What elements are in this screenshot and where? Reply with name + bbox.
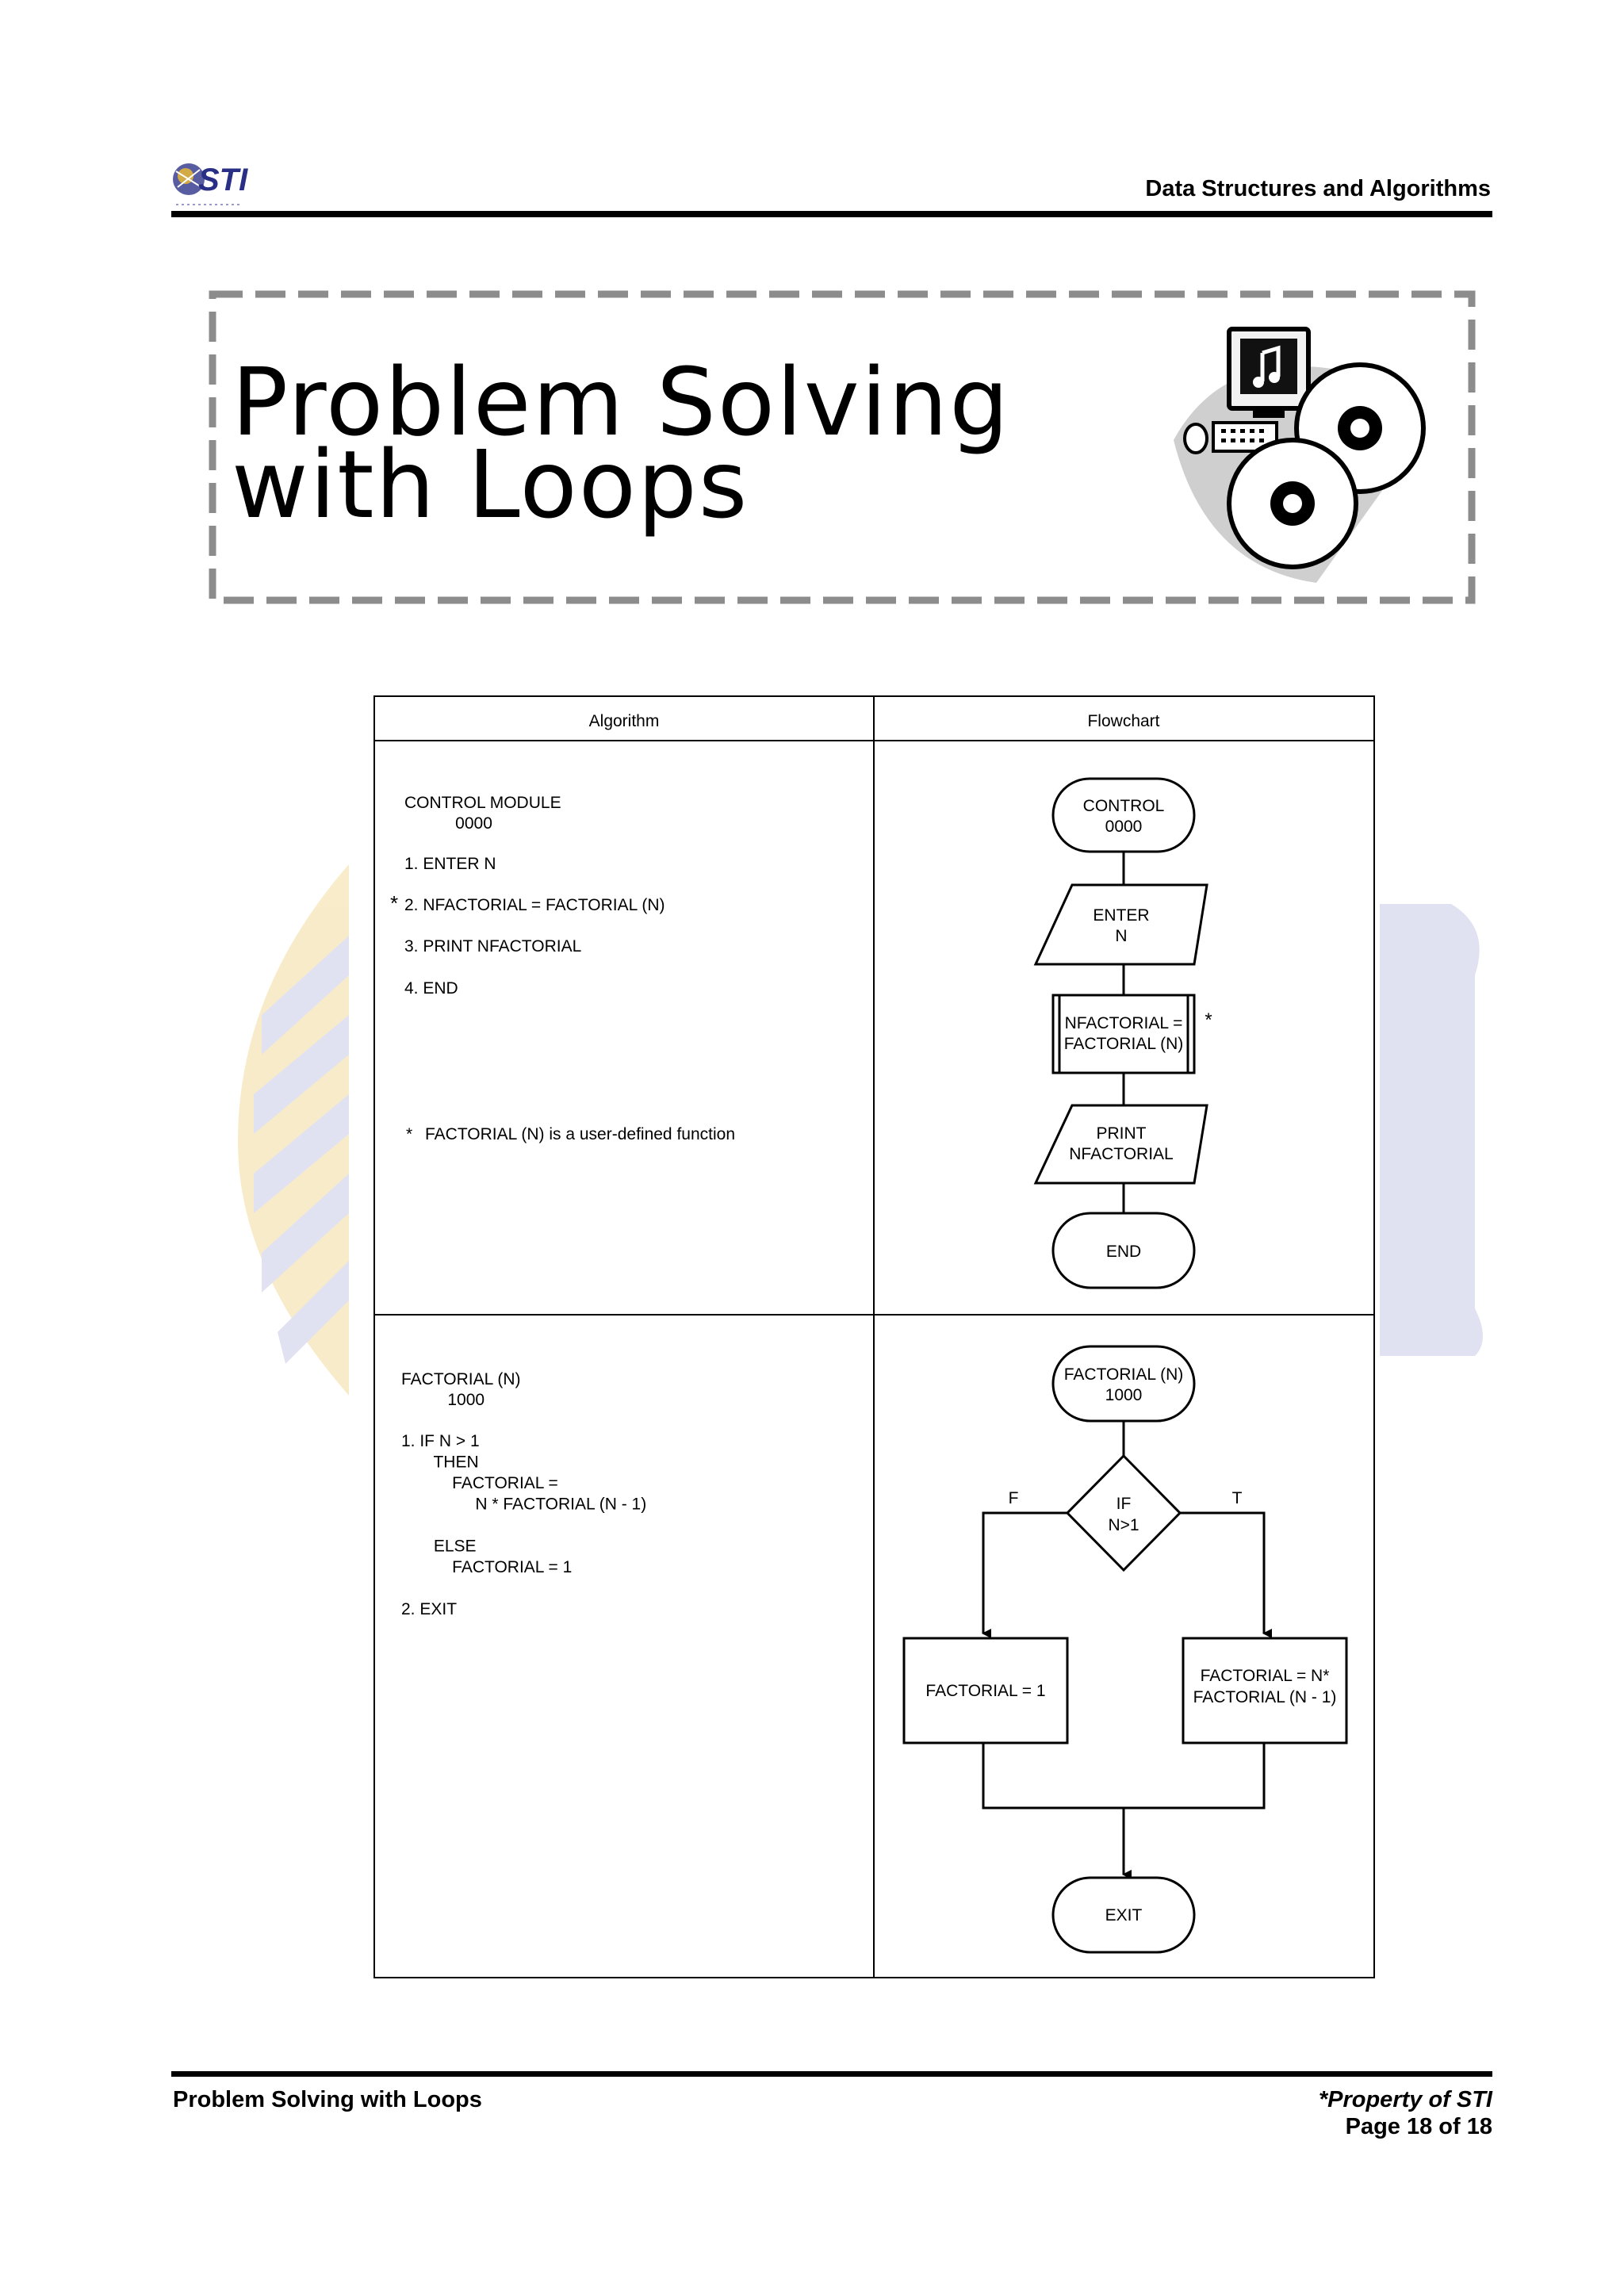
flow-end-label: END [1106,1243,1141,1261]
flow-false-process-label: FACTORIAL = 1 [925,1682,1045,1700]
algorithm-flowchart-table: Algorithm Flowchart CONTROL MODULE 0000 … [373,695,1376,1979]
flow-start-control [1053,779,1194,852]
flow-false-label: F [1009,1489,1019,1507]
note-marker: * [406,1125,412,1143]
computer-music-cd-icon [1158,321,1443,583]
footer-property-notice: *Property of STI [1319,2087,1492,2113]
footer-section-title: Problem Solving with Loops [173,2087,482,2113]
flow-process-nfactorial [1053,995,1194,1073]
step-3: 3. PRINT NFACTORIAL [404,937,581,956]
step-2-marker: * [390,891,398,915]
column-header-flowchart: Flowchart [1087,712,1159,730]
flow-start-factorial [1053,1346,1194,1421]
sti-logo: STI [170,155,265,211]
logo-lettering: STI [198,163,248,197]
table-grid [374,696,1374,1978]
footer-page-number: Page 18 of 18 [1346,2114,1492,2140]
document-title: Data Structures and Algorithms [1145,176,1491,202]
footer-rule [171,2071,1492,2077]
flow-true-label: T [1232,1489,1243,1507]
flow-exit-label: EXIT [1105,1906,1143,1924]
header-rule [171,211,1492,217]
step-2: 2. NFACTORIAL = FACTORIAL (N) [404,896,665,914]
step-1: 1. ENTER N [404,855,496,873]
function-note: FACTORIAL (N) is a user-defined function [425,1125,735,1143]
step-4: 4. END [404,979,458,998]
section-title: Problem Solving with Loops [232,361,1010,526]
column-header-algorithm: Algorithm [589,712,660,730]
flow-process-marker: * [1205,1009,1212,1031]
